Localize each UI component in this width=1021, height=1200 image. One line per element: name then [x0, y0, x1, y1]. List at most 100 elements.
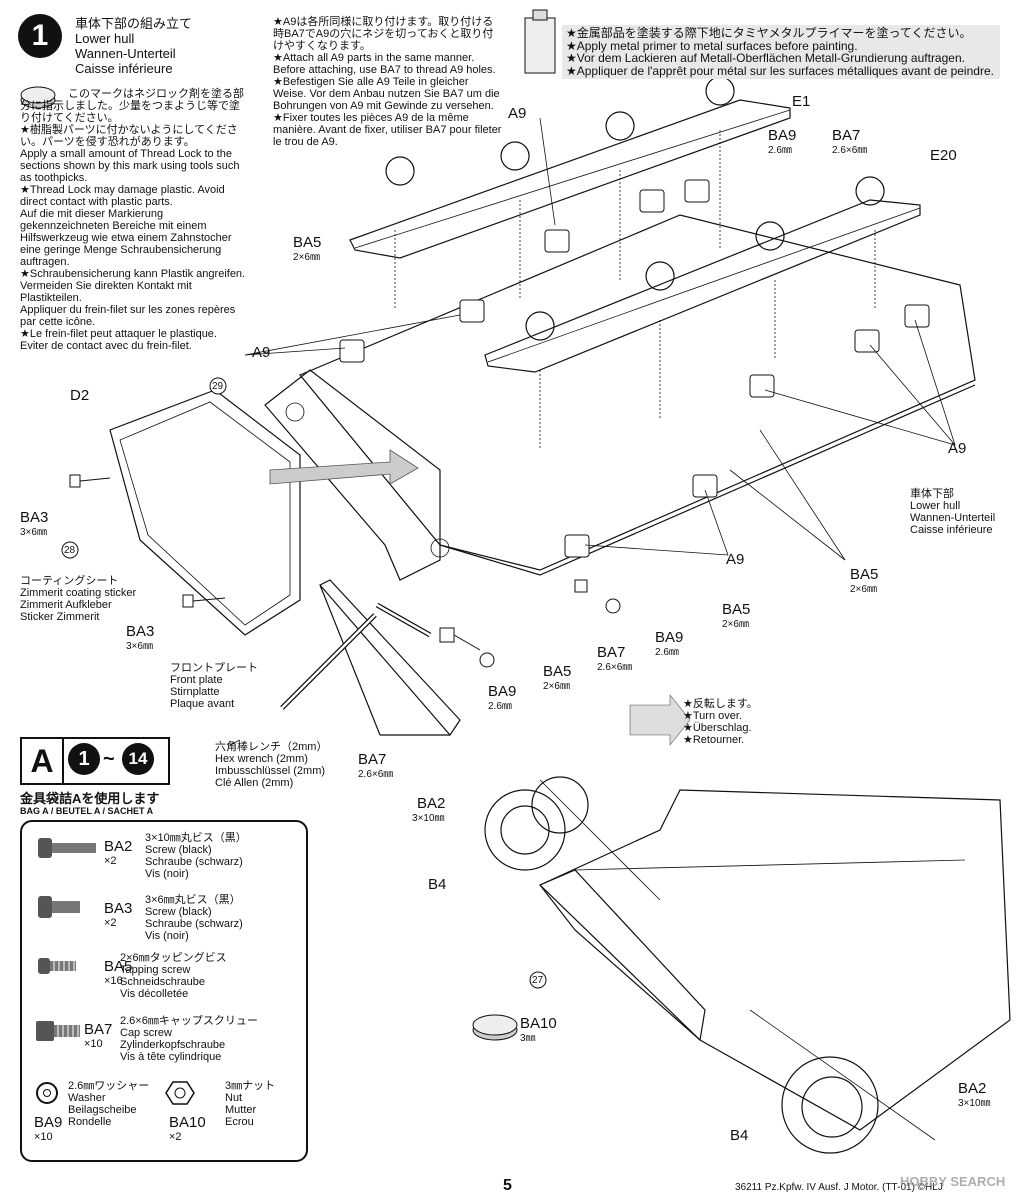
- bag-item-row: BA5 ×16 2×6㎜タッピングビス Tapping screw Schnei…: [30, 952, 300, 1008]
- label-ba5-dim: 2×6㎜: [722, 619, 749, 630]
- label-ba3-dim: 3×6㎜: [20, 527, 47, 538]
- bag-item-qty: ×2: [104, 855, 117, 867]
- bag-item-desc: 3×10㎜丸ビス（黒） Screw (black) Schraube (schw…: [145, 832, 247, 880]
- hex-wrench-label: 六角棒レンチ（2mm） Hex wrench (2mm) Imbusschlüs…: [215, 741, 328, 789]
- label-ba2-dim: 3×10㎜: [412, 813, 445, 824]
- label-ba2-dim: 3×10㎜: [958, 1098, 991, 1109]
- label-ba5-dim: 2×6㎜: [293, 252, 320, 263]
- label-e20: E20: [930, 147, 957, 164]
- sticker-number-29: 29: [212, 381, 224, 392]
- label-ba3: BA3: [20, 509, 49, 526]
- bag-item-desc: 3×6㎜丸ビス（黒） Screw (black) Schraube (schwa…: [145, 894, 243, 942]
- label-ba3-dim: 3×6㎜: [126, 641, 153, 652]
- page-number: 5: [503, 1177, 512, 1194]
- bag-item-row: BA7 ×10 2.6×6㎜キャップスクリュー Cap screw Zylind…: [30, 1015, 300, 1071]
- step-title: 車体下部の組み立て Lower hull Wannen-Unterteil Ca…: [75, 16, 193, 76]
- bag-item-desc: 2.6×6㎜キャップスクリュー Cap screw Zylinderkopfsc…: [120, 1015, 258, 1063]
- label-b4: B4: [730, 1127, 749, 1144]
- label-a9: A9: [508, 105, 527, 122]
- lower-hull-label: 車体下部 Lower hull Wannen-Unterteil Caisse …: [910, 488, 996, 536]
- nut-qty: ×2: [169, 1131, 182, 1143]
- metal-primer-note: ★金属部品を塗装する際下地にタミヤメタルプライマーを塗ってください。 ★Appl…: [562, 25, 1000, 79]
- label-ba5: BA5: [850, 566, 879, 583]
- label-ba5: BA5: [293, 234, 322, 251]
- sticker-number-27: 27: [532, 975, 544, 986]
- label-a9: A9: [948, 440, 967, 457]
- label-ba9: BA9: [768, 127, 797, 144]
- label-ba5-dim: 2×6㎜: [543, 681, 570, 692]
- label-ba7-dim: 2.6×6㎜: [832, 145, 868, 156]
- ba10-nut-drawing: [472, 1014, 518, 1041]
- label-ba7-dim: 2.6×6㎜: [358, 769, 394, 780]
- label-ba5: BA5: [543, 663, 572, 680]
- bag-item-code: BA5: [104, 958, 133, 975]
- label-ba7: BA7: [597, 644, 626, 661]
- bag-item-qty: ×16: [104, 975, 123, 987]
- label-ba10: BA10: [520, 1015, 557, 1032]
- bag-item-nut: 3㎜ナット Nut Mutter Ecrou BA10 ×2: [165, 1080, 300, 1152]
- track-rail-e1-drawing: [349, 76, 791, 259]
- washer-code: BA9: [34, 1114, 63, 1131]
- label-ba7: BA7: [832, 127, 861, 144]
- bag-subtitle: BAG A / BEUTEL A / SACHET A: [20, 806, 154, 816]
- side-plate-drawing: [264, 369, 450, 581]
- primer-can-icon: [524, 9, 556, 74]
- thread-lock-icons: [20, 86, 56, 109]
- label-d2: D2: [70, 387, 90, 404]
- front-plate-label: フロントプレート Front plate Stirnplatte Plaque …: [170, 662, 258, 710]
- label-e1: E1: [792, 93, 811, 110]
- bag-letter-badge: A: [20, 737, 64, 785]
- sprocket-b4-bottom-drawing: [749, 1009, 936, 1154]
- bag-item-row: BA3 ×2 3×6㎜丸ビス（黒） Screw (black) Schraube…: [30, 890, 300, 946]
- stirnplatte-drawing: [319, 579, 461, 736]
- label-a9: A9: [726, 551, 745, 568]
- flipped-hull-drawing: [538, 789, 1011, 1131]
- sprocket-b4-top-drawing: [484, 776, 661, 901]
- a9-assembly-note: ★A9は各所同様に取り付けます。取り付ける時BA7でA9の穴にネジを切っておくと…: [273, 16, 502, 148]
- washer-qty: ×10: [34, 1131, 53, 1143]
- label-ba7: BA7: [358, 751, 387, 768]
- label-ba3: BA3: [126, 623, 155, 640]
- bag-item-qty: ×10: [84, 1038, 103, 1050]
- label-ba9-dim: 2.6㎜: [488, 701, 512, 712]
- label-ba2: BA2: [958, 1080, 987, 1097]
- bag-item-qty: ×2: [104, 917, 117, 929]
- label-a9: A9: [252, 344, 271, 361]
- nut-desc: 3㎜ナット Nut Mutter Ecrou: [225, 1080, 276, 1128]
- label-ba5: BA5: [722, 601, 751, 618]
- bag-item-code: BA7: [84, 1021, 113, 1038]
- label-ba7-dim: 2.6×6㎜: [597, 662, 633, 673]
- nut-code: BA10: [169, 1114, 206, 1131]
- lower-hull-plate-drawing: [299, 214, 976, 576]
- bag-item-code: BA3: [104, 900, 133, 917]
- turn-over-note: ★反転します。 ★Turn over. ★Überschlag. ★Retour…: [683, 698, 758, 746]
- zimmerit-sticker-label: コーティングシート Zimmerit coating sticker Zimme…: [20, 575, 137, 623]
- watermark: HOBBY SEARCH: [900, 1174, 1006, 1189]
- range-tilde: ~: [103, 748, 115, 770]
- bag-parts-box: [20, 820, 308, 1162]
- product-footer: 36211 Pz.Kpfw. IV Ausf. J Motor. (TT-01)…: [735, 1182, 943, 1193]
- range-start-badge: 1: [68, 743, 100, 775]
- turn-over-arrow: [629, 694, 691, 746]
- washer-desc: 2.6㎜ワッシャー Washer Beilagscheibe Rondelle: [68, 1080, 150, 1128]
- bag-title: 金具袋詰Aを使用します: [20, 791, 160, 806]
- label-ba9-dim: 2.6㎜: [768, 145, 792, 156]
- label-b4: B4: [428, 876, 447, 893]
- track-rail-e20-drawing: [484, 176, 921, 373]
- label-ba9-dim: 2.6㎜: [655, 647, 679, 658]
- label-ba5-dim: 2×6㎜: [850, 584, 877, 595]
- thread-lock-note: このマークはネジロック剤を塗る部分に指示しました。少量をつまようじ等で塗り付けて…: [20, 88, 246, 352]
- bag-item-washer: 2.6㎜ワッシャー Washer Beilagscheibe Rondelle …: [30, 1080, 165, 1152]
- label-ba10-dim: 3㎜: [520, 1033, 536, 1044]
- sticker-number-28: 28: [64, 545, 76, 556]
- label-ba9: BA9: [655, 629, 684, 646]
- step-number-badge: 1: [18, 14, 62, 58]
- bag-item-code: BA2: [104, 838, 133, 855]
- label-ba9: BA9: [488, 683, 517, 700]
- screw-drawings: [69, 474, 621, 668]
- bag-item-row: BA2 ×2 3×10㎜丸ビス（黒） Screw (black) Schraub…: [30, 828, 300, 884]
- direction-arrow: [269, 449, 419, 485]
- label-ba2: BA2: [417, 795, 446, 812]
- range-end-badge: 14: [122, 743, 154, 775]
